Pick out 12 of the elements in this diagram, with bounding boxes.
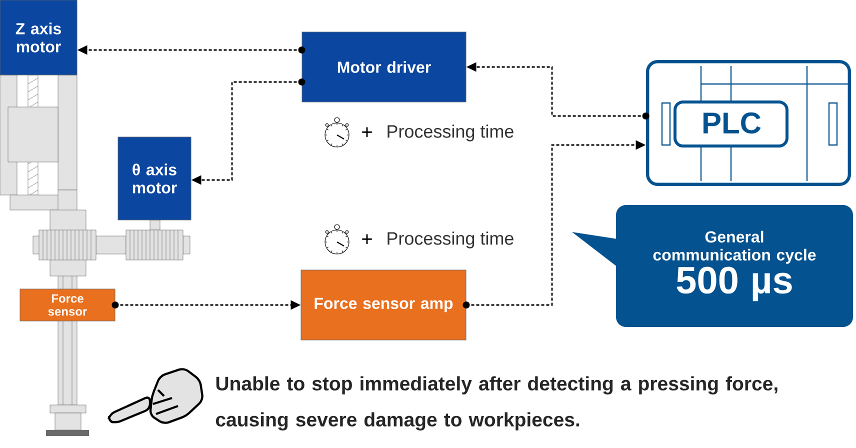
plc-drawing: PLC — [646, 60, 851, 186]
processing-time-text: Processing time — [388, 124, 514, 142]
plus-sign: + — [362, 127, 372, 138]
sensor-box: Force sensor — [20, 288, 116, 322]
warning-text: Unable to stop immediately after detecting a pressing force, causing severe damage to workpieces. — [216, 376, 778, 430]
driver-box: Motor driver — [302, 32, 466, 102]
processing-time-text: Processing time — [388, 232, 514, 248]
amp-box: Force sensor amp — [300, 270, 466, 340]
plus-sign: + — [362, 234, 372, 244]
callout-bubble: General communication cycle 500 µs — [572, 205, 853, 327]
motor-box: θ axis motor — [118, 136, 192, 220]
motor-box: Z axis motor — [0, 0, 78, 76]
